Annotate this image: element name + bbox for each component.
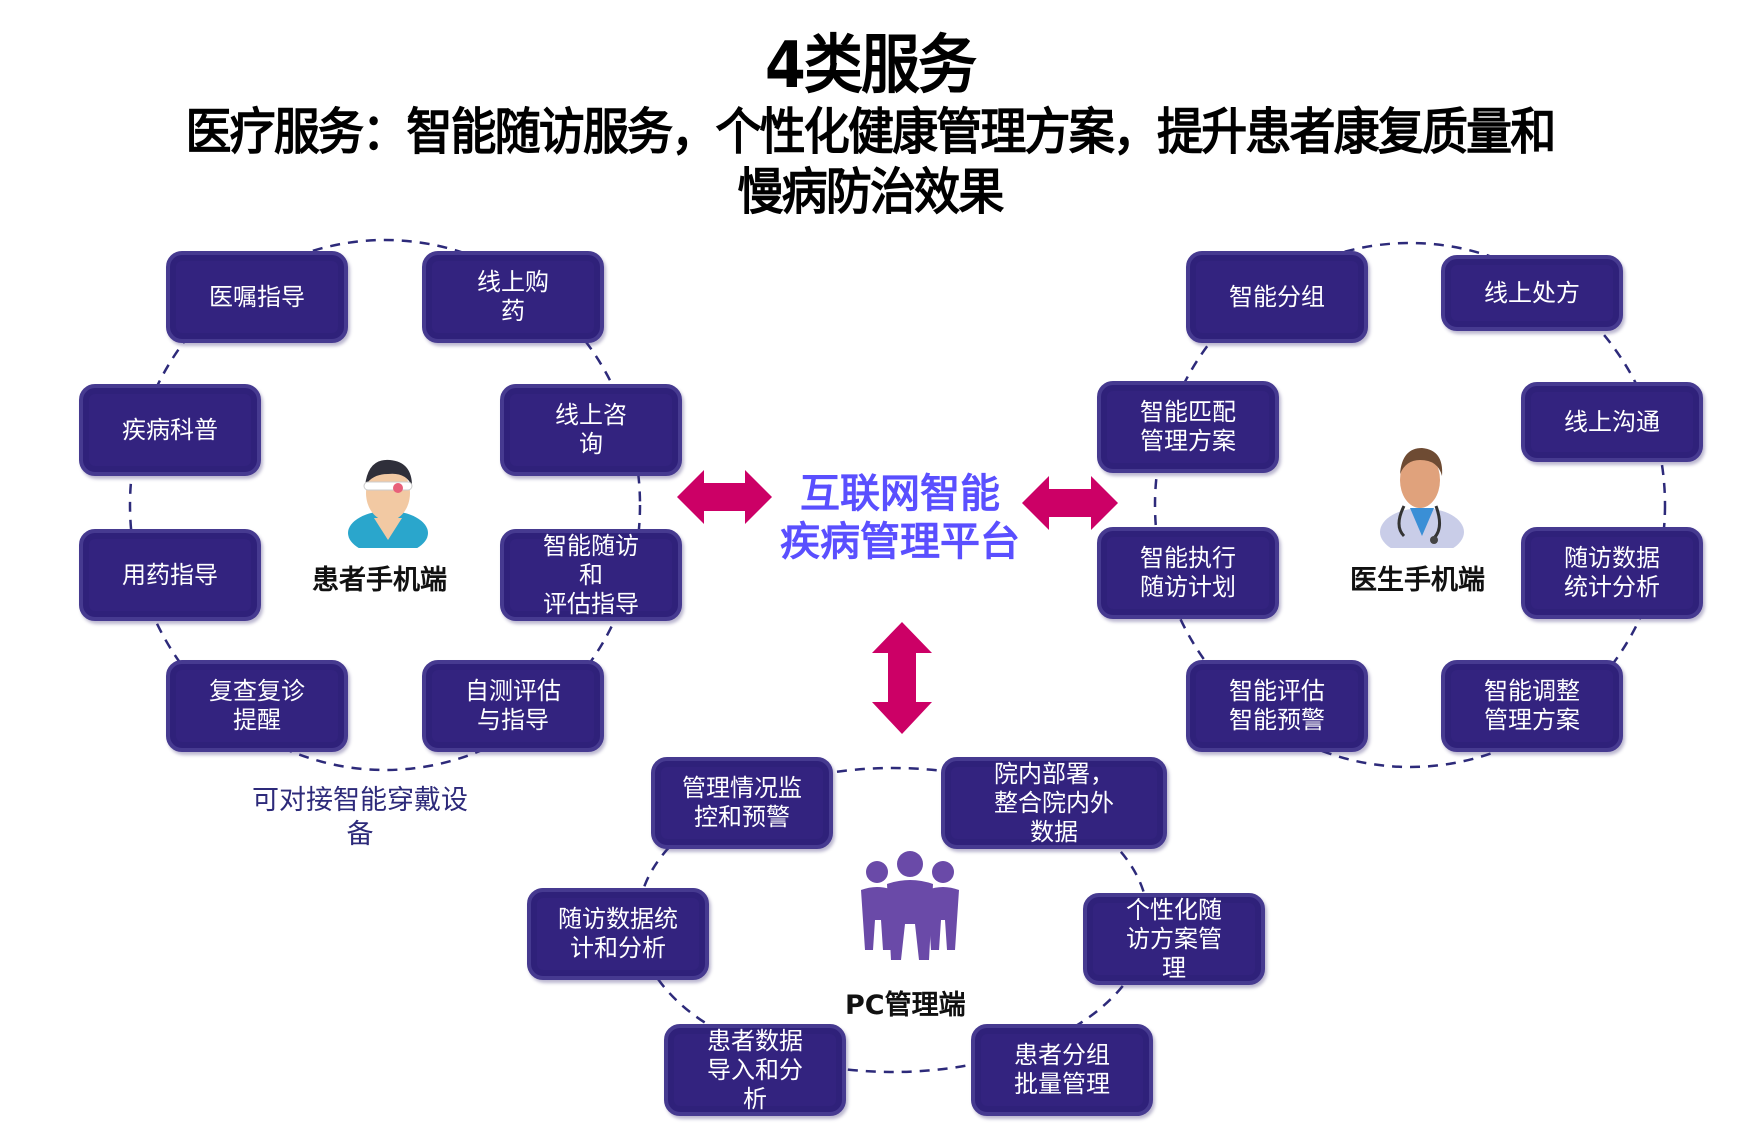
down-double-arrow (872, 622, 932, 734)
subtitle-line-1: 医疗服务：智能随访服务，个性化健康管理方案，提升患者康复质量和 (185, 103, 1557, 161)
service-box[interactable]: 智能评估 智能预警 (1186, 660, 1368, 752)
service-box[interactable]: 智能随访 和 评估指导 (500, 529, 682, 621)
patient-hub-label: 患者手机端 (312, 565, 447, 596)
service-box[interactable]: 患者分组 批量管理 (971, 1024, 1153, 1116)
service-box[interactable]: 个性化随 访方案管 理 (1083, 893, 1265, 985)
pc-hub-label: PC管理端 (845, 990, 966, 1021)
patient-ring (128, 238, 642, 772)
service-box[interactable]: 智能执行 随访计划 (1097, 527, 1279, 619)
service-box[interactable]: 随访数据 统计分析 (1521, 527, 1703, 619)
platform-label: 互联网智能 疾病管理平台 (780, 471, 1020, 565)
doctor-icon (1380, 448, 1464, 548)
service-box[interactable]: 院内部署， 整合院内外 数据 (941, 757, 1167, 849)
service-box[interactable]: 用药指导 (79, 529, 261, 621)
service-box[interactable]: 智能匹配 管理方案 (1097, 381, 1279, 473)
service-box[interactable]: 智能调整 管理方案 (1441, 660, 1623, 752)
service-box[interactable]: 疾病科普 (79, 384, 261, 476)
doctor-hub-label: 医生手机端 (1350, 565, 1485, 596)
main-title: 4类服务 (764, 29, 977, 103)
right-double-arrow (1022, 476, 1118, 530)
service-box[interactable]: 智能分组 (1186, 251, 1368, 343)
service-box[interactable]: 管理情况监 控和预警 (651, 757, 833, 849)
left-double-arrow (677, 470, 772, 524)
patient-icon (348, 459, 428, 548)
wearable-note: 可对接智能穿戴设 备 (252, 785, 468, 850)
service-box[interactable]: 患者数据 导入和分 析 (664, 1024, 846, 1116)
service-box[interactable]: 医嘱指导 (166, 251, 348, 343)
subtitle-line-2: 慢病防治效果 (737, 163, 1005, 221)
service-box[interactable]: 自测评估 与指导 (422, 660, 604, 752)
service-box[interactable]: 线上咨 询 (500, 384, 682, 476)
service-box[interactable]: 线上处方 (1441, 255, 1623, 331)
admin-group-icon (861, 851, 959, 960)
service-box[interactable]: 线上沟通 (1521, 382, 1703, 462)
doctor-ring (1153, 241, 1667, 769)
service-box[interactable]: 复查复诊 提醒 (166, 660, 348, 752)
service-box[interactable]: 线上购 药 (422, 251, 604, 343)
service-box[interactable]: 随访数据统 计和分析 (527, 888, 709, 980)
